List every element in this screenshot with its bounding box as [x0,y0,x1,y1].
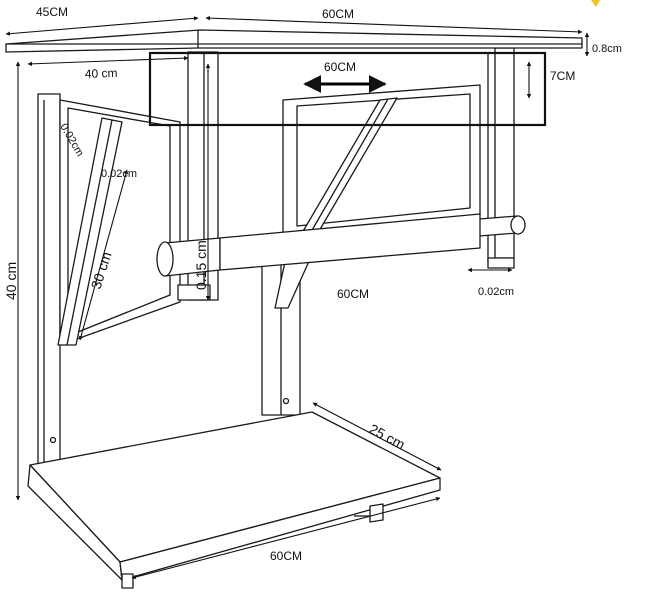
label-highlight-height: 7CM [550,69,575,83]
label-top-depth: 45CM [36,5,68,19]
left-side-frame [37,93,181,471]
label-upper-depth: 40 cm [85,66,118,81]
label-top-thickness: 0.8cm [592,43,622,55]
label-leg-height: 0.15 cm [193,240,209,290]
label-rail-width: 60CM [337,287,369,301]
label-highlight-width: 60CM [324,60,356,74]
dimension-lines [5,15,590,580]
label-base-width: 60CM [270,549,302,563]
accent-mark [591,0,600,7]
label-total-height: 40 cm [3,262,19,300]
highlight-box [148,51,547,127]
label-leg-foot: 0.02cm [478,286,514,298]
label-brace-thickness-b: 0.02cm [101,168,137,180]
label-top-width: 60CM [322,7,354,21]
